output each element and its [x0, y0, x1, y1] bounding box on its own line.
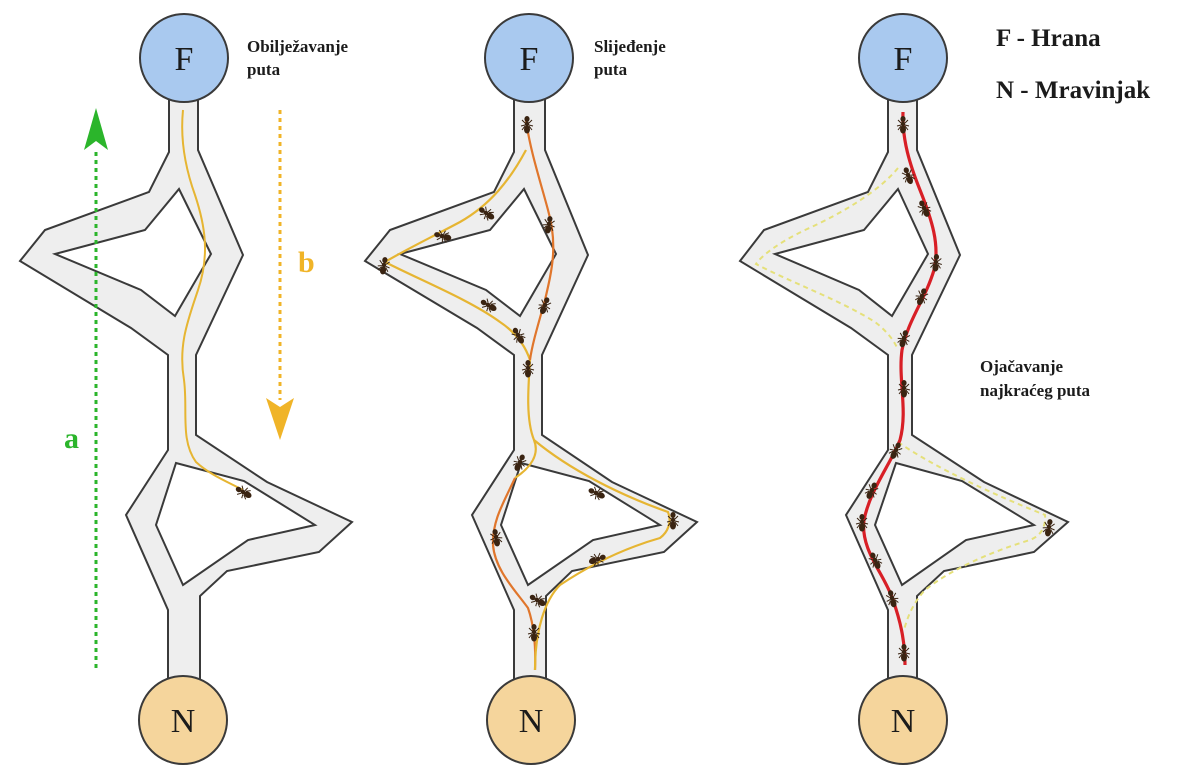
legend-nest: N - Mravinjak [996, 77, 1150, 104]
nest-node-label: N [891, 703, 916, 740]
faded-trail-lower-right [897, 441, 1047, 631]
panel-1-marking: a b Obilježavanje puta F N [18, 13, 354, 765]
panel-caption-line2: puta [247, 60, 281, 79]
panel-caption-line2: najkraćeg puta [980, 381, 1091, 400]
nest-node: N [858, 675, 948, 765]
arrow-down-label: b [298, 246, 315, 279]
corridor [363, 93, 699, 691]
nest-node-label: N [171, 703, 196, 740]
food-node-label: F [175, 41, 194, 78]
panel-caption-line2: puta [594, 60, 628, 79]
nest-node: N [138, 675, 228, 765]
food-node: F [858, 13, 948, 103]
pheromone-trail-middle [514, 359, 537, 479]
arrow-up-a [84, 108, 108, 668]
food-node: F [139, 13, 229, 103]
panel-3-reinforcement: Ojačavanje najkraćeg puta F N [738, 13, 1091, 765]
panel-2-following: Slijeđenje puta F N [363, 13, 699, 765]
pheromone-trail-upper-right [524, 119, 555, 361]
pheromone-trail-lower-right [533, 439, 671, 671]
food-node: F [484, 13, 574, 103]
panel-caption-line1: Ojačavanje [980, 357, 1064, 376]
faded-trail-upper-left [754, 167, 899, 351]
panel-caption-line1: Slijeđenje [594, 37, 666, 56]
nest-node: N [486, 675, 576, 765]
arrow-down-b [266, 110, 294, 440]
panel-caption-line1: Obilježavanje [247, 37, 348, 56]
food-node-label: F [894, 41, 913, 78]
food-node-label: F [520, 41, 539, 78]
legend-food: F - Hrana [996, 25, 1101, 52]
pheromone-trail [181, 109, 244, 491]
arrow-up-label: a [64, 422, 79, 455]
legend: F - Hrana N - Mravinjak [996, 25, 1150, 104]
corridor [18, 93, 354, 691]
nest-node-label: N [519, 703, 544, 740]
